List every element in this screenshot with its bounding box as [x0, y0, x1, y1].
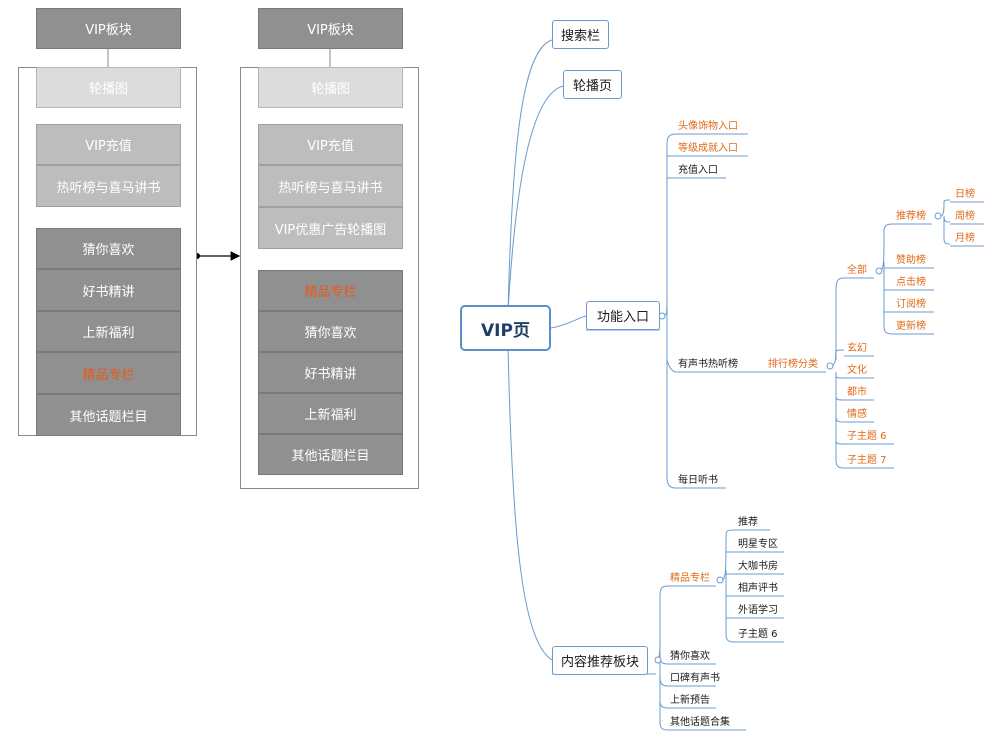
branch-premium-column[interactable]: 精品专栏 — [670, 573, 710, 584]
vip-section-header: VIP板块 — [258, 8, 403, 49]
leaf-update-list[interactable]: 更新榜 — [896, 321, 926, 332]
collapse-toggle-icon[interactable] — [826, 362, 834, 370]
section-block: 好书精讲 — [36, 269, 181, 311]
collapse-toggle-icon[interactable] — [875, 267, 883, 275]
branch-recharge-entry[interactable]: 充值入口 — [678, 165, 718, 176]
node-label: 搜索栏 — [560, 29, 600, 44]
branch-reputation-audiobooks[interactable]: 口碑有声书 — [670, 673, 720, 684]
section-label: 好书精讲 — [304, 367, 357, 382]
leaf-genre[interactable]: 子主题 6 — [847, 431, 887, 442]
leaf-genre[interactable]: 文化 — [847, 365, 867, 376]
section-label: 精品专栏 — [82, 367, 135, 383]
branch-daily-listening[interactable]: 每日听书 — [678, 475, 718, 486]
section-label: 其他话题栏目 — [69, 409, 148, 425]
branch-audiobook-hot-list[interactable]: 有声书热听榜 — [678, 359, 738, 370]
branch-ranking-category[interactable]: 排行榜分类 — [768, 359, 818, 370]
node-label: 轮播页 — [572, 79, 612, 94]
leaf-subscribe-list[interactable]: 订阅榜 — [896, 299, 926, 310]
content-block-node[interactable]: 内容推荐板块 — [552, 646, 648, 675]
carousel-page-node[interactable]: 轮播页 — [563, 70, 622, 99]
leaf-genre[interactable]: 情感 — [847, 409, 867, 420]
branch-recommend-list[interactable]: 推荐榜 — [896, 211, 926, 222]
header-label: VIP板块 — [85, 23, 132, 38]
section-block: 猜你喜欢 — [36, 228, 181, 269]
node-label: 功能入口 — [596, 310, 649, 325]
ad-carousel-label: VIP优惠广告轮播图 — [274, 222, 387, 238]
function-entry-node[interactable]: 功能入口 — [586, 301, 660, 330]
section-label: 精品专栏 — [304, 285, 357, 300]
leaf-premium-item[interactable]: 推荐 — [738, 517, 758, 528]
branch-guess-you-like[interactable]: 猜你喜欢 — [670, 651, 710, 662]
section-block: 其他话题栏目 — [36, 394, 181, 436]
root-label: VIP页 — [481, 320, 530, 341]
leaf-weekly-list[interactable]: 周榜 — [955, 211, 975, 222]
section-label: 猜你喜欢 — [304, 326, 357, 341]
vip-recharge-block: VIP充值 — [36, 124, 181, 165]
section-block-highlighted: 精品专栏 — [258, 270, 403, 311]
section-label: 上新福利 — [304, 408, 357, 423]
collapse-toggle-icon[interactable] — [716, 576, 724, 584]
vip-recharge-label: VIP充值 — [85, 139, 132, 154]
hot-list-label: 热听榜与喜马讲书 — [56, 180, 161, 196]
collapse-toggle-icon[interactable] — [934, 212, 942, 220]
root-node[interactable]: VIP页 — [460, 305, 551, 351]
section-block: 上新福利 — [36, 311, 181, 352]
section-block-highlighted: 精品专栏 — [36, 352, 181, 394]
leaf-premium-item[interactable]: 大咖书房 — [738, 561, 778, 572]
leaf-premium-item[interactable]: 相声评书 — [738, 583, 778, 594]
search-bar-node[interactable]: 搜索栏 — [552, 20, 609, 49]
leaf-premium-item[interactable]: 子主题 6 — [738, 629, 778, 640]
branch-level-entry[interactable]: 等级成就入口 — [678, 143, 738, 154]
header-label: VIP板块 — [307, 23, 354, 38]
section-block: 好书精讲 — [258, 352, 403, 393]
branch-avatar-entry[interactable]: 头像饰物入口 — [678, 121, 738, 132]
section-label: 其他话题栏目 — [291, 449, 370, 464]
leaf-click-list[interactable]: 点击榜 — [896, 277, 926, 288]
section-block: 上新福利 — [258, 393, 403, 434]
vip-recharge-block: VIP充值 — [258, 124, 403, 165]
banner-block: 轮播图 — [258, 67, 403, 108]
leaf-daily-list[interactable]: 日榜 — [955, 189, 975, 200]
vip-section-header: VIP板块 — [36, 8, 181, 49]
node-label: 内容推荐板块 — [560, 655, 639, 670]
hot-list-label: 热听榜与喜马讲书 — [278, 180, 383, 196]
ad-carousel-block: VIP优惠广告轮播图 — [258, 207, 403, 249]
branch-new-preview[interactable]: 上新预告 — [670, 695, 710, 706]
leaf-sponsor-list[interactable]: 赞助榜 — [896, 255, 926, 266]
hot-list-block: 热听榜与喜马讲书 — [258, 165, 403, 207]
branch-other-topics[interactable]: 其他话题合集 — [670, 717, 730, 728]
leaf-premium-item[interactable]: 外语学习 — [738, 605, 778, 616]
vip-recharge-label: VIP充值 — [307, 139, 354, 154]
hot-list-block: 热听榜与喜马讲书 — [36, 165, 181, 207]
banner-label: 轮播图 — [310, 82, 350, 97]
section-label: 上新福利 — [82, 326, 135, 341]
section-block: 其他话题栏目 — [258, 434, 403, 475]
leaf-genre[interactable]: 都市 — [847, 387, 867, 398]
section-label: 好书精讲 — [82, 284, 135, 300]
leaf-genre[interactable]: 玄幻 — [847, 343, 867, 354]
collapse-toggle-icon[interactable] — [654, 656, 662, 664]
leaf-monthly-list[interactable]: 月榜 — [955, 233, 975, 244]
leaf-genre[interactable]: 子主题 7 — [847, 455, 887, 466]
leaf-premium-item[interactable]: 明星专区 — [738, 539, 778, 550]
banner-block: 轮播图 — [36, 67, 181, 108]
section-label: 猜你喜欢 — [82, 243, 135, 258]
section-block: 猜你喜欢 — [258, 311, 403, 352]
banner-label: 轮播图 — [88, 82, 128, 97]
branch-all[interactable]: 全部 — [847, 265, 867, 276]
